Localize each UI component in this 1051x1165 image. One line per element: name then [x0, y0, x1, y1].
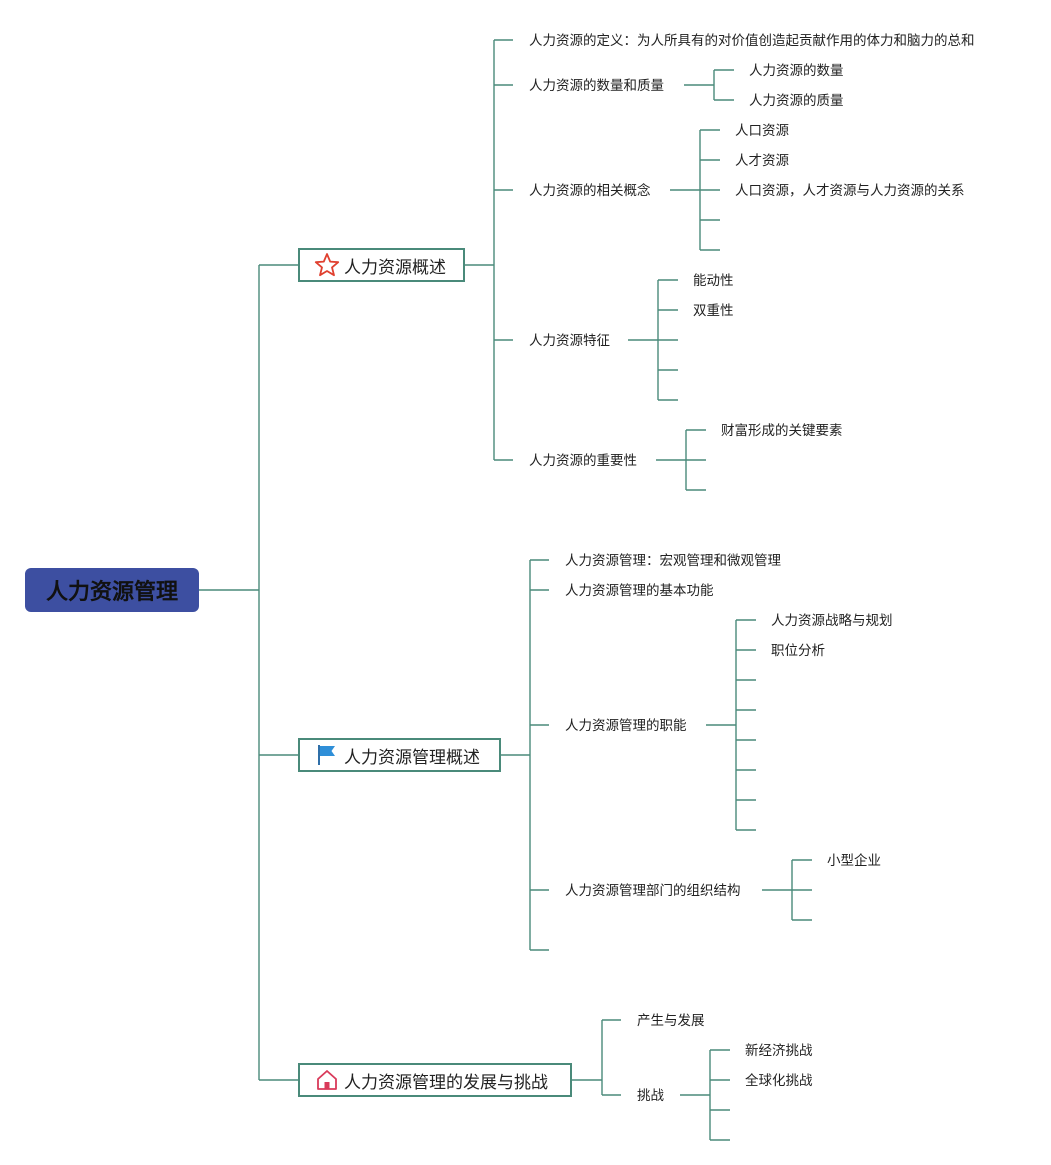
leaf-duality[interactable]: 双重性 [693, 303, 734, 319]
topic-label: 人力资源管理的发展与挑战 [344, 1072, 548, 1093]
subtopic-macro-micro[interactable]: 人力资源管理：宏观管理和微观管理 [565, 553, 781, 569]
flag-icon [314, 742, 340, 768]
subtopic-basic-functions[interactable]: 人力资源管理的基本功能 [565, 583, 714, 599]
topic-development-challenges[interactable]: 人力资源管理的发展与挑战 [298, 1063, 572, 1097]
topic-label: 人力资源管理概述 [344, 747, 480, 768]
subtopic-org-structure[interactable]: 人力资源管理部门的组织结构 [565, 883, 741, 899]
subtopic-characteristics[interactable]: 人力资源特征 [529, 333, 610, 349]
leaf-quality[interactable]: 人力资源的质量 [749, 93, 844, 109]
leaf-relationship[interactable]: 人口资源，人才资源与人力资源的关系 [735, 183, 965, 199]
leaf-population-resources[interactable]: 人口资源 [735, 123, 789, 139]
root-label: 人力资源管理 [45, 580, 178, 605]
home-icon [314, 1067, 340, 1093]
topic-overview[interactable]: 人力资源概述 [298, 248, 465, 282]
subtopic-quantity-quality[interactable]: 人力资源的数量和质量 [529, 78, 664, 94]
leaf-job-analysis[interactable]: 职位分析 [771, 643, 825, 659]
subtopic-challenges[interactable]: 挑战 [637, 1088, 664, 1104]
subtopic-definition[interactable]: 人力资源的定义：为人所具有的对价值创造起贡献作用的体力和脑力的总和 [529, 33, 975, 49]
root-topic[interactable]: 人力资源管理 [25, 568, 199, 612]
topic-hrm-overview[interactable]: 人力资源管理概述 [298, 738, 501, 772]
leaf-new-economy[interactable]: 新经济挑战 [745, 1043, 813, 1059]
subtopic-origin-development[interactable]: 产生与发展 [637, 1013, 705, 1029]
leaf-wealth-key-element[interactable]: 财富形成的关键要素 [721, 423, 843, 439]
star-icon [314, 252, 340, 278]
leaf-talent-resources[interactable]: 人才资源 [735, 153, 789, 169]
leaf-strategy-planning[interactable]: 人力资源战略与规划 [771, 613, 893, 629]
topic-label: 人力资源概述 [344, 257, 446, 278]
leaf-quantity[interactable]: 人力资源的数量 [749, 63, 844, 79]
subtopic-importance[interactable]: 人力资源的重要性 [529, 453, 637, 469]
leaf-initiative[interactable]: 能动性 [693, 273, 734, 289]
subtopic-duties[interactable]: 人力资源管理的职能 [565, 718, 687, 734]
subtopic-related-concepts[interactable]: 人力资源的相关概念 [529, 183, 651, 199]
leaf-small-business[interactable]: 小型企业 [827, 853, 881, 869]
leaf-globalization[interactable]: 全球化挑战 [745, 1073, 813, 1089]
